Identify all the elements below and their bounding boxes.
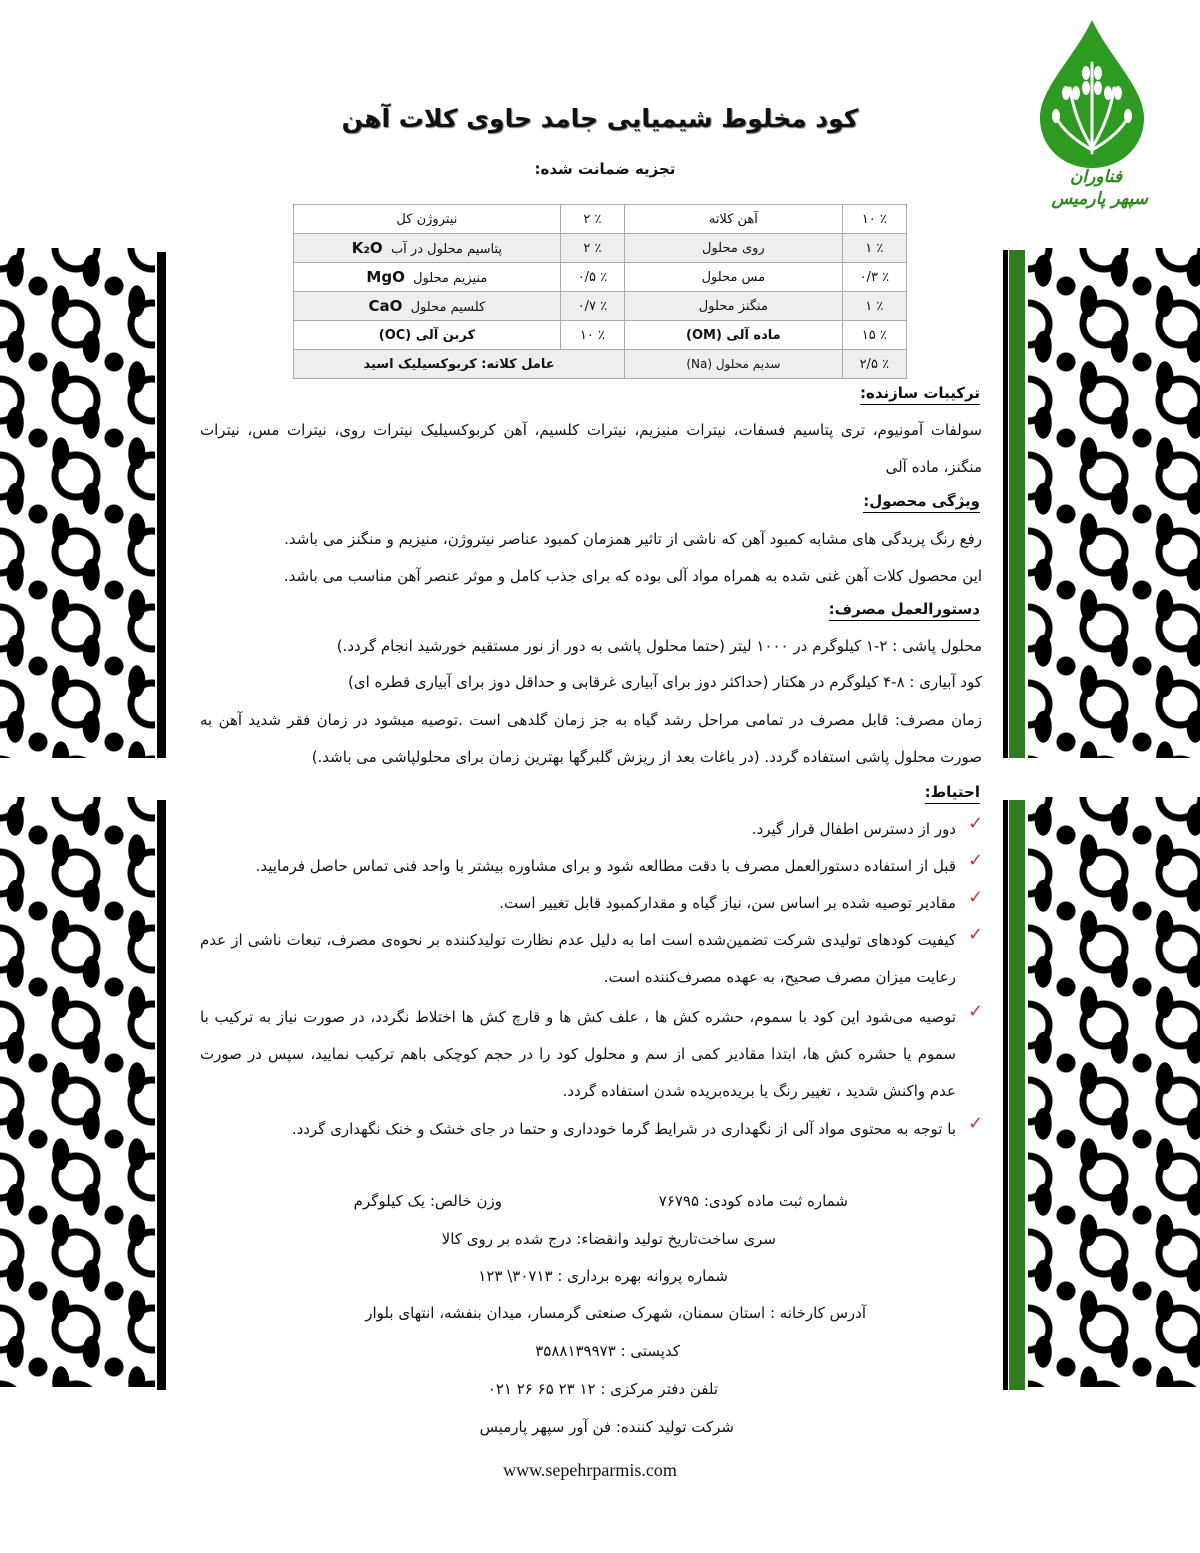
- cell-label-left: روی محلول: [624, 233, 843, 263]
- check-icon: ✓: [968, 1001, 984, 1022]
- table-row: پتاسیم محلول در آب K₂O ٪ ۲ روی محلول ٪ ۱: [293, 233, 908, 263]
- factory-address: آدرس کارخانه : استان سمنان، شهرک صنعتی گ…: [365, 1304, 866, 1322]
- wheat-drop-logo: [1040, 20, 1144, 168]
- right-ornament-top: [1028, 248, 1200, 758]
- right-bar-black-bottom: [1003, 800, 1008, 1390]
- cell-value-left: ٪ ۱: [841, 233, 908, 263]
- table-row: کلسیم محلول CaO ٪ ۰/۷ منگنز محلول ٪ ۱: [293, 291, 908, 321]
- table-row: نیتروژن کل ٪ ۲ آهن کلاته ٪ ۱۰: [293, 204, 908, 234]
- cell-value-left: ٪ ۱۰: [841, 204, 908, 234]
- cell-value-left: ٪ ۲/۵: [841, 349, 908, 379]
- cell-value-right: ٪ ۱۰: [559, 320, 626, 350]
- cell-label-right: کربن آلی (OC): [293, 320, 561, 350]
- right-bar-green-bottom: [1009, 800, 1025, 1390]
- table-row: منیزیم محلول MgO ٪ ۰/۵ مس محلول ٪ ۰/۳: [293, 262, 908, 292]
- table-row: کربن آلی (OC) ٪ ۱۰ ماده آلی (OM) ٪ ۱۵: [293, 320, 908, 350]
- formula: K₂O: [351, 239, 383, 257]
- right-bar-green-top: [1009, 250, 1025, 758]
- usage-heading: دستورالعمل مصرف:: [828, 600, 980, 621]
- components-text: سولفات آمونیوم، تری پتاسیم فسفات، نیترات…: [200, 421, 982, 476]
- analysis-table: نیتروژن کل ٪ ۲ آهن کلاته ٪ ۱۰ پتاسیم محل…: [292, 204, 908, 379]
- check-icon: ✓: [968, 924, 984, 945]
- features-line-1: رفع رنگ پریدگی های مشابه کمبود آهن که نا…: [284, 530, 982, 548]
- cell-label-right: کلسیم محلول CaO: [293, 291, 561, 321]
- website-link[interactable]: www.sepehrparmis.com: [503, 1460, 677, 1480]
- office-phone: تلفن دفتر مرکزی : ۱۲ ۲۳ ۶۵ ۲۶ ۰۲۱: [487, 1380, 718, 1398]
- usage-irrigation: کود آبیاری : ۸-۴ کیلوگرم در هکتار (حداکث…: [348, 673, 982, 691]
- left-ornament-bottom: [0, 797, 155, 1387]
- cell-value-right: ٪ ۲: [559, 233, 626, 263]
- registration-number: شماره ثبت ماده کودی: ۷۶۷۹۵: [658, 1192, 848, 1210]
- left-bar-bottom: [157, 800, 166, 1390]
- caution-item: با توجه به محتوی مواد آلی از نگهداری در …: [291, 1120, 956, 1138]
- right-ornament-bottom: [1028, 797, 1200, 1387]
- cell-label-left: ماده آلی (OM): [624, 320, 843, 350]
- producer-company: شرکت تولید کننده: فن آور سپهر پارمیس: [479, 1418, 734, 1436]
- cell-label-right: نیتروژن کل: [293, 204, 561, 234]
- cell-label-right: منیزیم محلول MgO: [293, 262, 561, 292]
- license-number: شماره پروانه بهره برداری : ۳۰۷۱۳\ ۱۲۳: [478, 1267, 728, 1285]
- brand-line-2: سپهر پارمیس: [1051, 189, 1148, 209]
- cell-value-right: ٪ ۰/۷: [559, 291, 626, 321]
- usage-spray: محلول پاشی : ۲-۱ کیلوگرم در ۱۰۰۰ لیتر (ح…: [336, 637, 982, 655]
- cell-label-left: سدیم محلول (Na): [624, 349, 843, 379]
- table-row: عامل کلاته: کربوکسیلیک اسید سدیم محلول (…: [292, 349, 908, 379]
- usage-timing: زمان مصرف: قابل مصرف در تمامی مراحل رشد …: [200, 711, 982, 766]
- brand-line-1: فناوران: [1069, 167, 1122, 187]
- check-icon: ✓: [968, 1113, 984, 1134]
- cell-label-left: آهن کلاته: [624, 204, 843, 234]
- postal-code: کدپستی : ۳۵۸۸۱۳۹۹۷۳: [535, 1342, 680, 1360]
- features-line-2: این محصول کلات آهن غنی شده به همراه مواد…: [283, 567, 982, 585]
- check-icon: ✓: [968, 850, 984, 871]
- caution-item: قبل از استفاده دستورالعمل مصرف با دقت مط…: [255, 857, 956, 875]
- caution-item: کیفیت کودهای تولیدی شرکت تضمین‌شده است ا…: [200, 931, 956, 986]
- cell-value-left: ٪ ۰/۳: [841, 262, 908, 292]
- guaranteed-analysis-label: تجزیه ضمانت شده:: [534, 160, 676, 178]
- caution-item: توصیه می‌شود این کود با سموم، حشره کش ها…: [200, 1008, 956, 1100]
- right-bar-black-top: [1003, 250, 1008, 758]
- caution-item: دور از دسترس اطفال قرار گیرد.: [751, 820, 956, 838]
- check-icon: ✓: [968, 813, 984, 834]
- cell-label-right: پتاسیم محلول در آب K₂O: [293, 233, 561, 263]
- batch-info: سری ساخت‌تاریخ تولید وانقضاء: درج شده بر…: [441, 1230, 776, 1248]
- features-heading: ویژگی محصول:: [863, 492, 980, 513]
- check-icon: ✓: [968, 887, 984, 908]
- components-heading: ترکیبات سازنده:: [859, 384, 980, 405]
- cell-value-right: ٪ ۰/۵: [559, 262, 626, 292]
- caution-item: مقادیر توصیه شده بر اساس سن، نیاز گیاه و…: [499, 894, 956, 912]
- brand-name: فناوران سپهر پارمیس: [988, 166, 1148, 210]
- cell-value-right: ٪ ۲: [559, 204, 626, 234]
- cell-value-left: ٪ ۱۵: [841, 320, 908, 350]
- cell-label-left: مس محلول: [624, 262, 843, 292]
- caution-heading: احتیاط:: [924, 783, 980, 804]
- left-bar-top: [157, 252, 166, 758]
- cell-chelating-agent: عامل کلاته: کربوکسیلیک اسید: [292, 349, 626, 379]
- formula: CaO: [368, 297, 403, 315]
- left-ornament-top: [0, 248, 155, 758]
- formula: MgO: [366, 268, 405, 286]
- cell-value-left: ٪ ۱: [841, 291, 908, 321]
- cell-label-left: منگنز محلول: [624, 291, 843, 321]
- page-title: کود مخلوط شیمیایی جامد حاوی کلات آهن: [341, 104, 859, 133]
- net-weight: وزن خالص: یک کیلوگرم: [353, 1192, 502, 1210]
